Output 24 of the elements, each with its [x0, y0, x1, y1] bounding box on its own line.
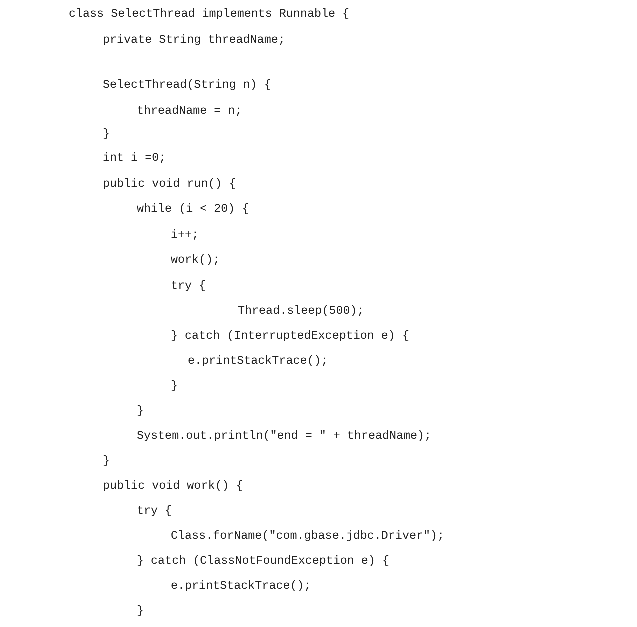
- code-line: work();: [171, 252, 220, 268]
- code-line: System.out.println("end = " + threadName);: [137, 428, 432, 444]
- code-line: while (i < 20) {: [137, 201, 250, 217]
- code-line: } catch (ClassNotFoundException e) {: [137, 553, 390, 569]
- code-line: e.printStackTrace();: [188, 353, 328, 369]
- code-line: Thread.sleep(500);: [238, 303, 364, 319]
- code-line: private String threadName;: [103, 32, 286, 48]
- code-line: }: [137, 403, 144, 419]
- code-line: try {: [137, 503, 172, 519]
- code-line: }: [103, 126, 110, 142]
- code-line: }: [137, 603, 144, 619]
- code-line: public void run() {: [103, 176, 236, 192]
- code-line: e.printStackTrace();: [171, 578, 312, 594]
- code-line: }: [171, 378, 178, 394]
- code-line: try {: [171, 278, 206, 294]
- code-line: public void work() {: [103, 478, 244, 494]
- code-line: class SelectThread implements Runnable {: [69, 6, 350, 22]
- code-line: Class.forName("com.gbase.jdbc.Driver");: [171, 528, 445, 544]
- code-line: int i =0;: [103, 150, 166, 166]
- code-line: } catch (InterruptedException e) {: [171, 328, 410, 344]
- code-line: }: [103, 453, 110, 469]
- code-line: SelectThread(String n) {: [103, 77, 272, 93]
- code-line: i++;: [171, 227, 200, 243]
- code-line: threadName = n;: [137, 103, 242, 119]
